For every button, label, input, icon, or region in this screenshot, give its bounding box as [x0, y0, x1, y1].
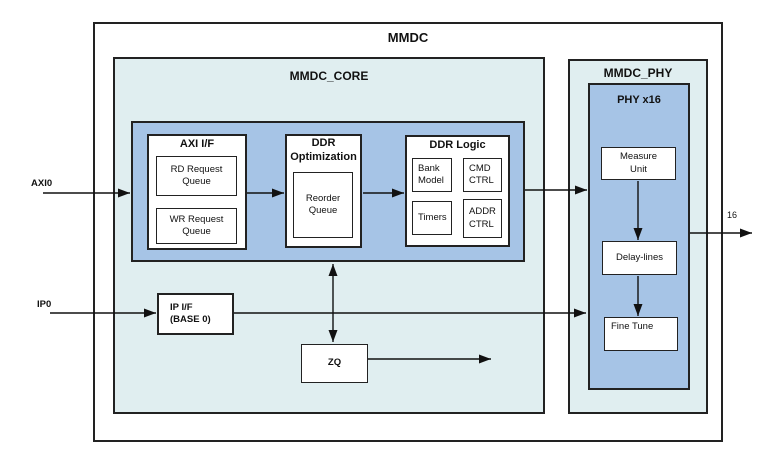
addr-ctrl-box: ADDR CTRL	[463, 199, 502, 238]
ddr-logic-title: DDR Logic	[429, 139, 486, 151]
ddr-optimization-title: DDR Optimization	[290, 137, 357, 163]
mmdc-title: MMDC	[387, 30, 429, 45]
ip0-signal-label: IP0	[37, 299, 52, 310]
bank-model-box: Bank Model	[412, 158, 452, 192]
measure-unit-box: Measure Unit	[601, 147, 676, 180]
ip-if-box: IP I/F (BASE 0)	[157, 293, 234, 335]
phy-x16-title: PHY x16	[617, 94, 661, 106]
reorder-queue-box: Reorder Queue	[293, 172, 353, 238]
wr-request-queue-box: WR Request Queue	[156, 208, 237, 244]
timers-box: Timers	[412, 201, 452, 235]
cmd-ctrl-box: CMD CTRL	[463, 158, 502, 192]
delay-lines-box: Delay-lines	[602, 241, 677, 275]
rd-request-queue-box: RD Request Queue	[156, 156, 237, 196]
bus-width-16-label: 16	[727, 210, 738, 220]
axi-if-title: AXI I/F	[179, 138, 215, 150]
mmdc-phy-title: MMDC_PHY	[603, 66, 673, 80]
fine-tune-box: Fine Tune	[604, 317, 678, 351]
axi0-signal-label: AXI0	[31, 178, 53, 189]
mmdc-core-title: MMDC_CORE	[289, 69, 369, 83]
zq-box: ZQ	[301, 344, 368, 383]
